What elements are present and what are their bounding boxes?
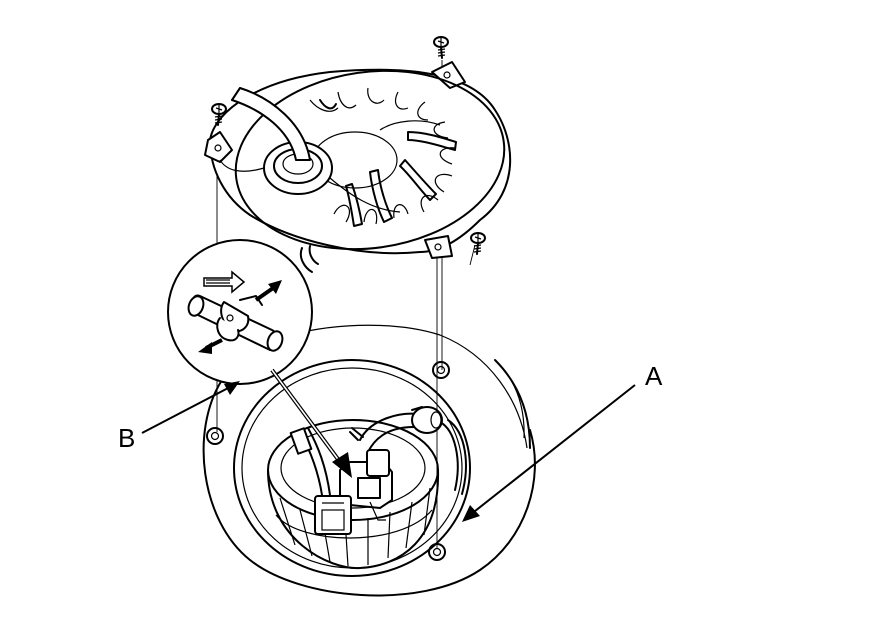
- arrow-icon: [203, 270, 246, 294]
- callout-leader-a: [462, 384, 636, 522]
- connector-detail-icon: [167, 239, 313, 385]
- flange-bolt-hole: [432, 361, 450, 379]
- flange-bolt-hole: [428, 543, 446, 561]
- screw-icon: [211, 103, 227, 126]
- screw-icon: [433, 36, 449, 59]
- fuel-pump-icon: [267, 406, 467, 570]
- mounting-flange: [202, 324, 536, 597]
- access-cover-icon: [204, 61, 512, 273]
- callout-label-a: A: [645, 361, 663, 391]
- arrow-icon: [254, 280, 282, 302]
- flange-bolt-hole: [206, 427, 224, 445]
- detail-pointer-arrow: [270, 368, 352, 478]
- callout-label-b: B: [118, 423, 135, 453]
- screw-icon: [470, 232, 486, 255]
- callout-leader-b: [141, 381, 240, 434]
- arrow-icon: [198, 338, 223, 354]
